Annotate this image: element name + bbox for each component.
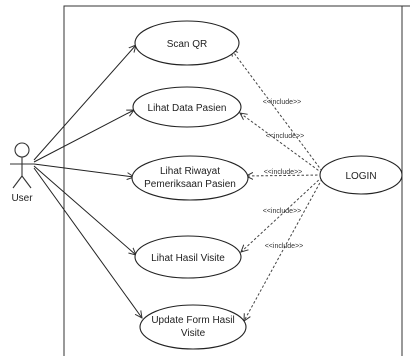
use-case-lihat-riwayat-shape — [131, 155, 249, 201]
system-boundary-top-left — [63, 5, 410, 356]
include-label-5: <<include>> — [265, 243, 304, 250]
use-case-lihat-hasil-visite-label: Lihat Hasil Visite — [151, 253, 225, 264]
use-case-lihat-riwayat[interactable]: Lihat Riwayat Pemeriksaan Pasien — [131, 155, 249, 201]
user-actor: User — [10, 142, 34, 204]
include-dependencies — [231, 49, 323, 321]
use-case-login[interactable]: LOGIN — [319, 155, 403, 195]
include-label-2: <<include>> — [266, 133, 305, 140]
include-labels: <<include>> <<include>> <<include>> <<in… — [263, 99, 305, 250]
include-line-lihat-data-pasien — [240, 113, 323, 174]
use-case-lihat-riwayat-label-line2: Pemeriksaan Pasien — [144, 179, 236, 190]
association-lihat-riwayat — [33, 163, 134, 177]
include-line-lihat-hasil-visite — [241, 176, 323, 252]
include-label-3: <<include>> — [264, 169, 303, 176]
use-case-lihat-riwayat-label-line1: Lihat Riwayat — [160, 166, 220, 177]
association-lihat-hasil-visite — [33, 165, 136, 255]
use-case-login-shape — [319, 155, 403, 195]
include-label-4: <<include>> — [263, 208, 302, 215]
actor-head — [14, 142, 30, 158]
use-case-lihat-data-pasien-shape — [132, 86, 242, 128]
use-case-scan-qr-shape — [134, 20, 240, 66]
use-case-scan-qr-label: Scan QR — [167, 39, 208, 50]
association-scan-qr — [33, 45, 136, 161]
include-line-scan-qr — [231, 49, 323, 172]
association-lihat-data-pasien — [33, 110, 134, 163]
use-case-scan-qr[interactable]: Scan QR — [134, 20, 240, 66]
use-case-update-form-label-line1: Update Form Hasil — [151, 315, 234, 326]
associations — [33, 45, 142, 318]
actor-label: User — [11, 193, 33, 204]
use-case-lihat-data-pasien[interactable]: Lihat Data Pasien — [132, 86, 242, 128]
use-case-update-form[interactable]: Update Form Hasil Visite — [139, 304, 247, 350]
use-case-lihat-data-pasien-label: Lihat Data Pasien — [148, 103, 227, 114]
include-line-update-form — [244, 178, 323, 321]
actor-right-leg — [21, 175, 32, 189]
use-case-lihat-hasil-visite-shape — [134, 235, 242, 279]
association-update-form — [33, 167, 142, 318]
actor-left-leg — [12, 175, 23, 189]
include-line-lihat-riwayat — [246, 175, 323, 176]
use-case-update-form-label-line2: Visite — [181, 328, 206, 339]
use-case-login-label: LOGIN — [345, 171, 376, 182]
include-label-1: <<include>> — [263, 99, 302, 106]
use-case-lihat-hasil-visite[interactable]: Lihat Hasil Visite — [134, 235, 242, 279]
use-case-update-form-shape — [139, 304, 247, 350]
